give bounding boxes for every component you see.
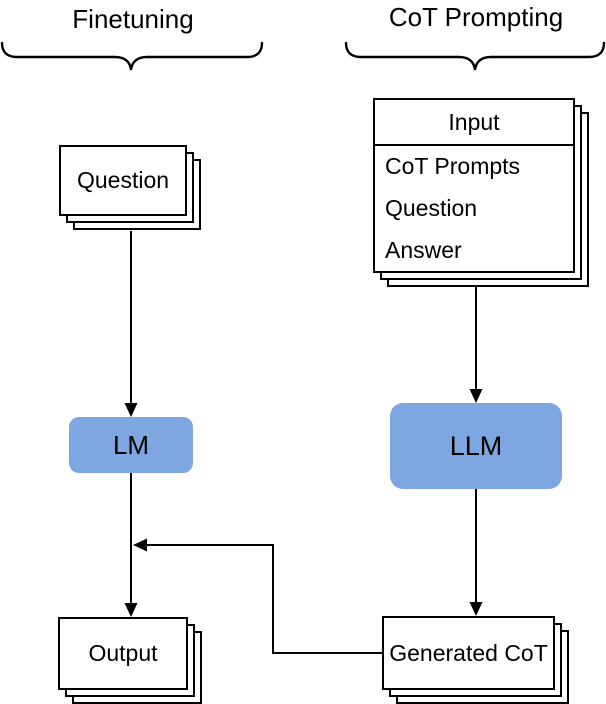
input-card-rows: CoT Prompts Question Answer <box>375 146 573 271</box>
lm-node: LM <box>69 417 193 473</box>
lm-node-label: LM <box>112 429 150 460</box>
arrowhead-lm-to-output <box>124 603 138 617</box>
arrowhead-question-to-lm <box>124 403 138 417</box>
output-card: Output <box>58 617 188 690</box>
arrowhead-llm-to-generated <box>469 602 483 616</box>
generated-cot-card: Generated CoT <box>382 616 555 690</box>
underbrace-cot-prompting <box>344 41 606 71</box>
llm-node: LLM <box>390 403 562 489</box>
generated-cot-card-label: Generated CoT <box>389 639 548 666</box>
question-card-label: Question <box>76 167 170 193</box>
llm-node-label: LLM <box>449 430 503 461</box>
input-card: Input CoT Prompts Question Answer <box>373 98 575 273</box>
output-card-label: Output <box>88 640 158 666</box>
finetuning-title: Finetuning <box>72 4 194 34</box>
input-card-row-question: Question <box>385 195 478 221</box>
input-card-row-answer: Answer <box>385 236 462 263</box>
input-card-header: Input <box>375 100 573 146</box>
arrowhead-input-to-llm <box>469 389 483 403</box>
input-card-row-cot-prompts: CoT Prompts <box>385 153 521 180</box>
underbrace-finetuning <box>0 41 264 71</box>
cot-prompting-title: CoT Prompting <box>388 2 564 32</box>
question-card: Question <box>59 145 187 216</box>
arrowhead-feedback <box>133 538 147 552</box>
